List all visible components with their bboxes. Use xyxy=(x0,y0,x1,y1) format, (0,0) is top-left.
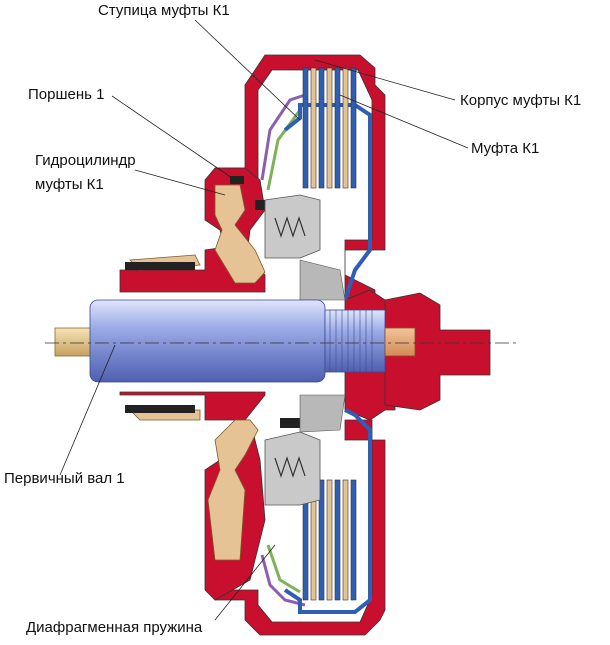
clutch-plates-upper xyxy=(302,67,357,189)
diaphragm-spring xyxy=(260,93,306,607)
clutch-plates-lower xyxy=(302,479,357,601)
leader-lines xyxy=(59,19,469,621)
input-shaft-1 xyxy=(54,299,416,383)
label-hub-k1: Ступица муфты К1 xyxy=(98,2,230,19)
seals xyxy=(125,176,308,428)
clutch-hub xyxy=(283,103,372,614)
label-piston-1: Поршень 1 xyxy=(28,86,105,103)
label-cylinder-line2: муфты К1 xyxy=(35,176,104,193)
label-housing-k1: Корпус муфты К1 xyxy=(460,92,582,109)
return-springs xyxy=(264,194,346,506)
label-clutch-k1: Муфта К1 xyxy=(471,140,540,157)
label-cylinder-line1: Гидроцилиндр xyxy=(35,152,136,169)
label-input-shaft-1: Первичный вал 1 xyxy=(4,470,125,487)
label-diaphragm-spring: Диафрагменная пружина xyxy=(26,619,203,636)
